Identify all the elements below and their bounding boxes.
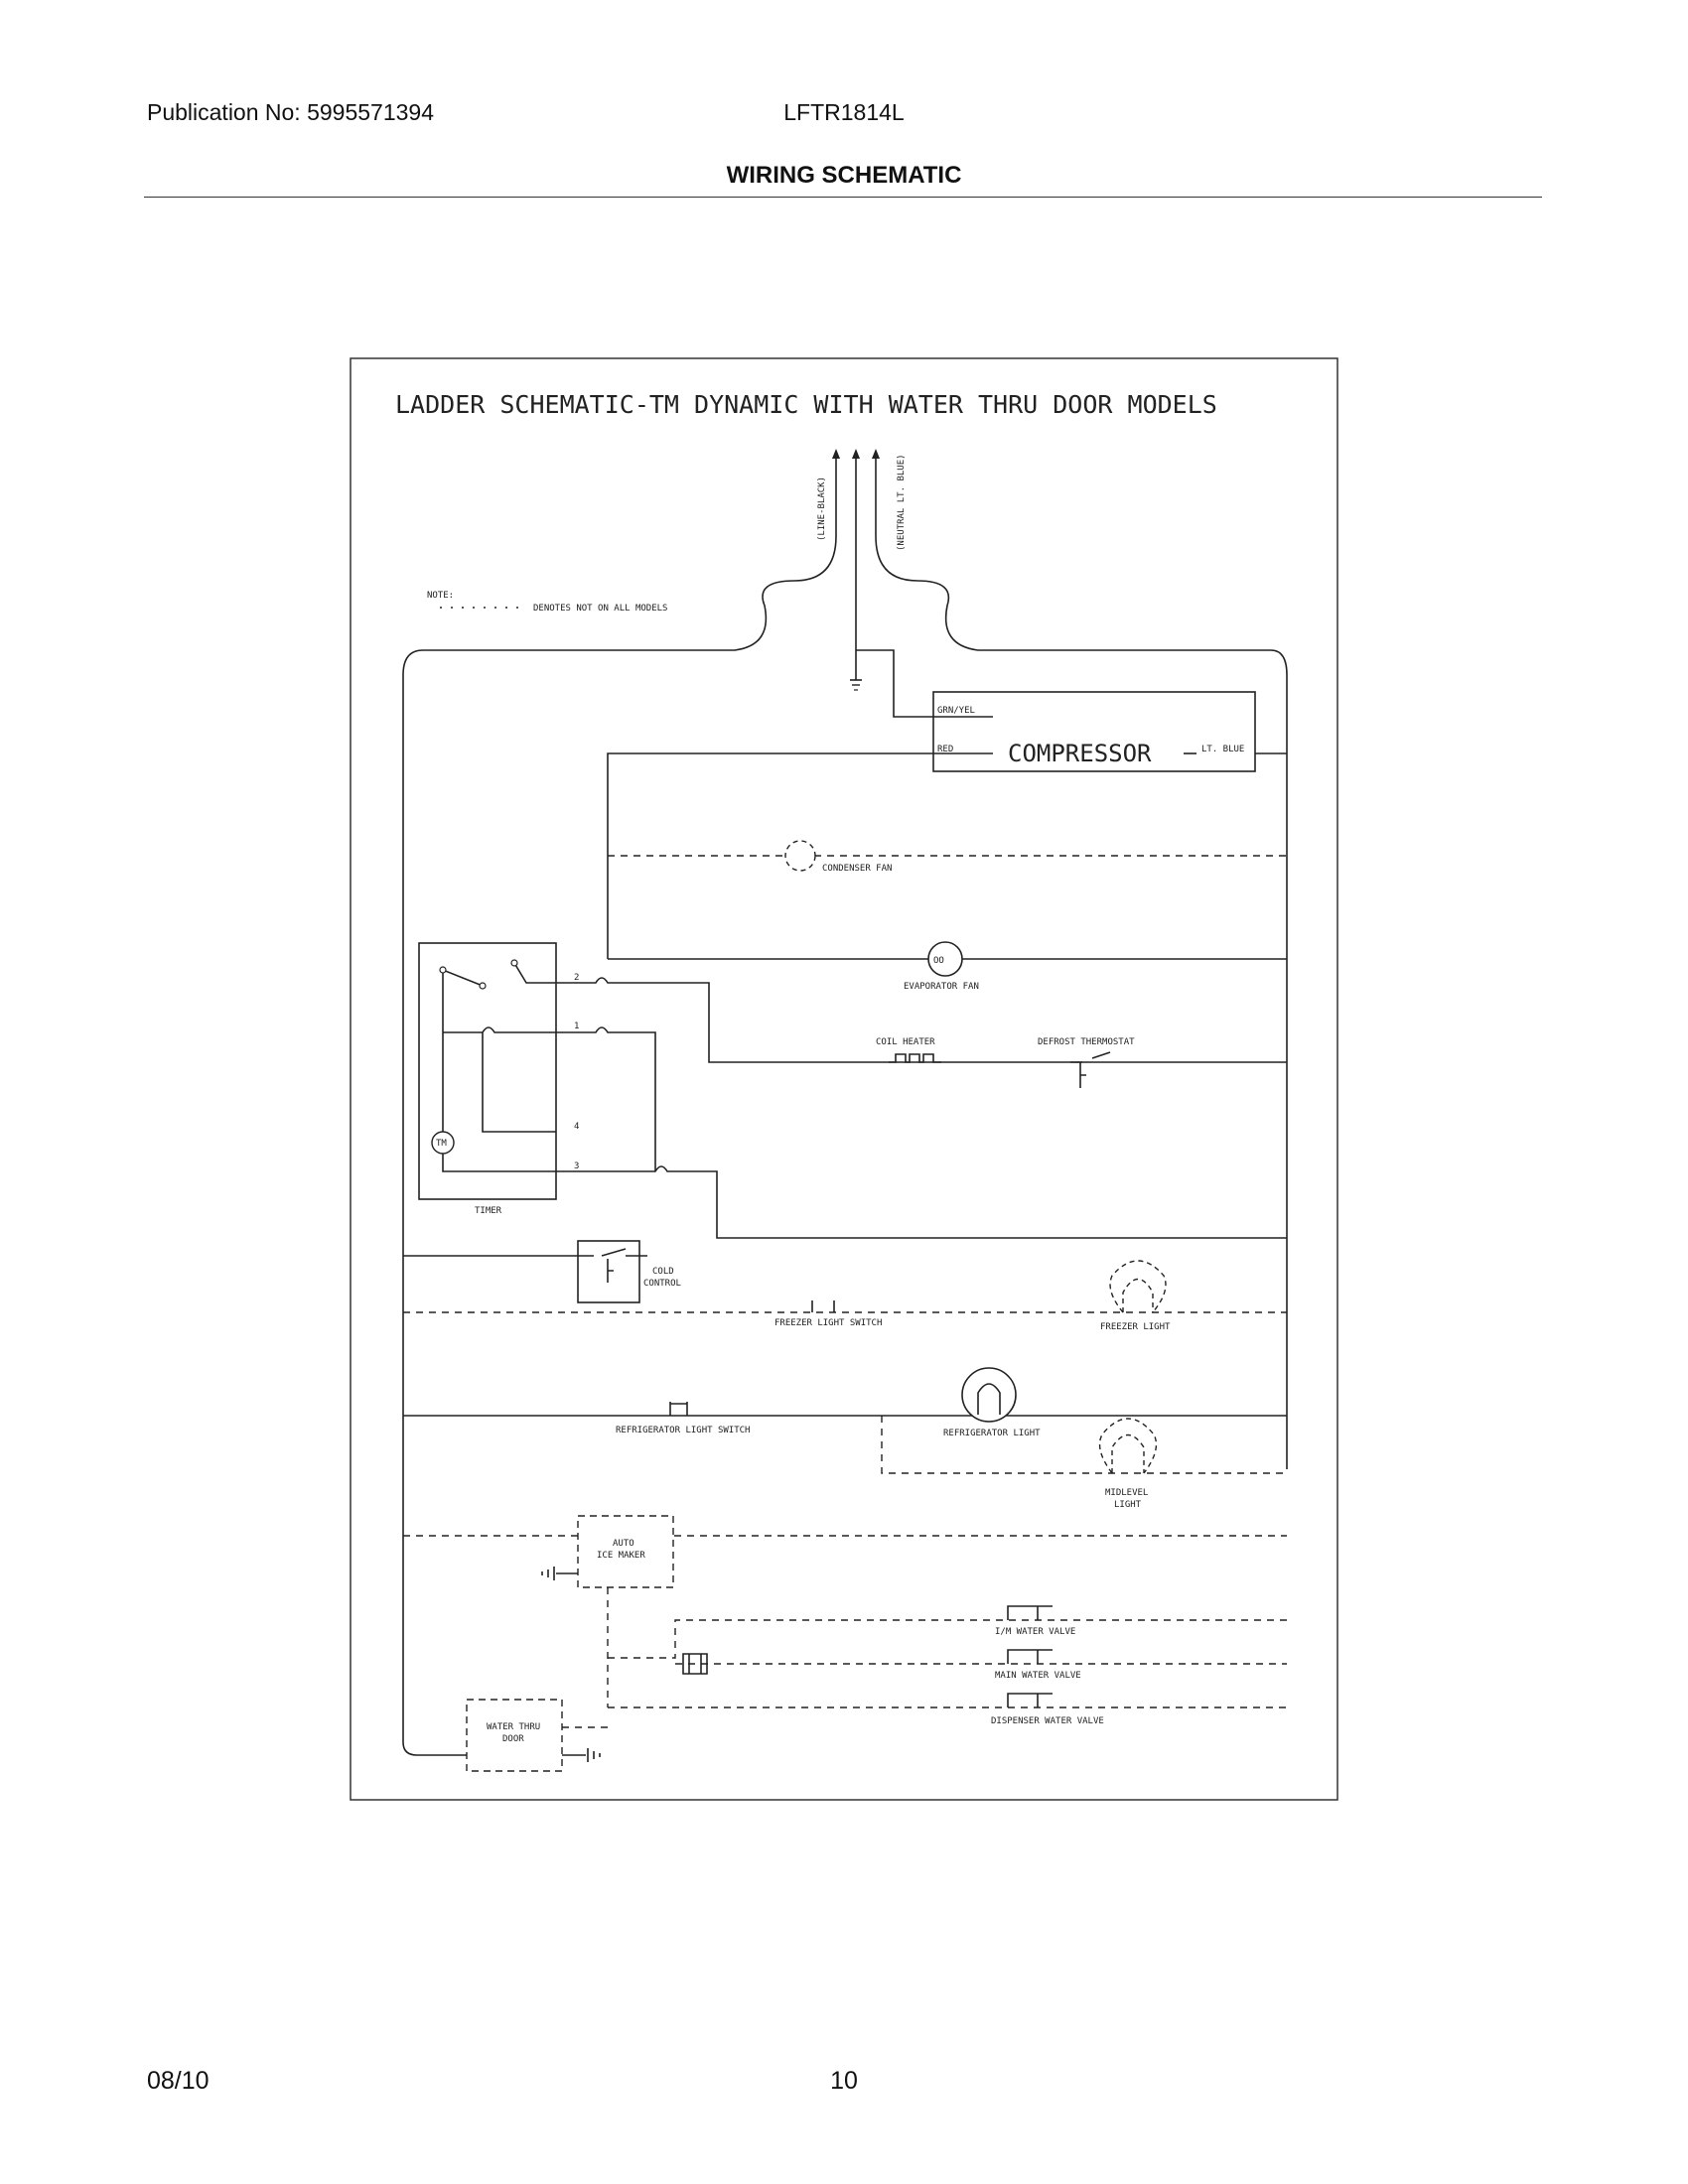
publication-number: Publication No: 5995571394 xyxy=(147,99,435,125)
timer-internal-wiring xyxy=(442,962,1287,1172)
neutral-arrow-icon xyxy=(872,449,880,459)
dispenser-water-valve-icon xyxy=(1007,1693,1053,1707)
midlevel-light-label-1: MIDLEVEL xyxy=(1105,1488,1148,1498)
timer-terminal-3: 3 xyxy=(574,1161,579,1171)
cold-control-label-2: CONTROL xyxy=(643,1279,681,1289)
condenser-fan-icon xyxy=(784,840,816,872)
diagram-frame xyxy=(350,357,1338,1801)
freezer-light-switch-label: FREEZER LIGHT SWITCH xyxy=(774,1318,882,1328)
header-rule xyxy=(144,197,1542,198)
freezer-light-icon xyxy=(1109,1260,1167,1313)
note-title: NOTE: xyxy=(427,591,454,601)
evaporator-fan-glyph: OO xyxy=(933,956,944,966)
refrigerator-light-switch-icon xyxy=(669,1402,688,1416)
auto-ice-maker-label-2: ICE MAKER xyxy=(597,1551,645,1561)
freezer-light-switch-icon xyxy=(811,1300,835,1312)
refrigerator-light-label: REFRIGERATOR LIGHT xyxy=(943,1429,1041,1438)
midlevel-light-icon xyxy=(1098,1418,1158,1474)
ground-to-compressor xyxy=(856,649,993,718)
auto-ice-maker-label-1: AUTO xyxy=(613,1539,634,1549)
footer-date: 08/10 xyxy=(147,2067,210,2095)
neutral-lt-blue-label: (NEUTRAL LT. BLUE) xyxy=(897,454,907,551)
note-text: DENOTES NOT ON ALL MODELS xyxy=(533,604,667,614)
water-thru-door-label-1: WATER THRU xyxy=(487,1722,540,1732)
auto-ice-maker-box xyxy=(577,1515,674,1588)
coil-heater-label: COIL HEATER xyxy=(876,1037,935,1047)
footer-page-number: 10 xyxy=(830,2067,858,2095)
evaporator-fan-label: EVAPORATOR FAN xyxy=(904,982,979,992)
cold-control-box xyxy=(577,1240,640,1303)
timer-terminal-2: 2 xyxy=(574,973,579,983)
ice-maker-ground-icon xyxy=(541,1567,578,1580)
evaporator-fan-icon xyxy=(927,941,963,977)
defrost-thermostat-label: DEFROST THERMOSTAT xyxy=(1038,1037,1135,1047)
main-water-valve-label: MAIN WATER VALVE xyxy=(995,1671,1081,1681)
coil-heater-icon xyxy=(889,1053,941,1063)
compressor-red-wire xyxy=(607,752,993,959)
timer-label: TIMER xyxy=(475,1206,502,1216)
red-label: RED xyxy=(937,745,953,754)
cold-control-rung xyxy=(403,1248,647,1283)
dispenser-water-valve-label: DISPENSER WATER VALVE xyxy=(991,1716,1104,1726)
ground-arrow-icon xyxy=(852,449,860,459)
timer-terminal-1: 1 xyxy=(574,1022,579,1031)
timer-contact-icon xyxy=(439,966,447,974)
im-water-valve-icon xyxy=(1007,1605,1053,1620)
timer-motor-label: TM xyxy=(436,1139,447,1149)
refrigerator-light-switch-label: REFRIGERATOR LIGHT SWITCH xyxy=(616,1426,750,1435)
water-thru-door-ground-icon xyxy=(562,1748,601,1762)
refrigerator-light-icon xyxy=(961,1367,1017,1423)
water-thru-door-label-2: DOOR xyxy=(502,1734,524,1744)
refrigerator-light-filament xyxy=(977,1383,1001,1415)
line-arrow-icon xyxy=(832,449,840,459)
timer-contact-icon xyxy=(479,982,487,990)
model-number: LFTR1814L xyxy=(783,99,905,125)
condenser-fan-label: CONDENSER FAN xyxy=(822,864,892,874)
defrost-thermostat-icon xyxy=(1070,1051,1111,1088)
im-water-valve-label: I/M WATER VALVE xyxy=(995,1627,1075,1637)
ice-maker-to-valves xyxy=(607,1587,1287,1708)
midlevel-light-label-2: LIGHT xyxy=(1114,1500,1142,1510)
main-water-valve-icon xyxy=(1007,1649,1053,1664)
water-thru-door-box xyxy=(466,1699,563,1772)
compressor-box xyxy=(932,691,1256,772)
cold-control-label-1: COLD xyxy=(652,1267,674,1277)
timer-contact-icon xyxy=(510,959,518,967)
midlevel-light-branch xyxy=(881,1416,1287,1474)
timer-terminal-3-wire xyxy=(556,1165,1287,1239)
line-black-label: (LINE-BLACK) xyxy=(817,477,827,541)
main-water-valve-connector-icon xyxy=(682,1653,708,1675)
lt-blue-label: LT. BLUE xyxy=(1201,745,1244,754)
line-wire xyxy=(402,455,837,1756)
timer-box xyxy=(418,942,557,1200)
grn-yel-label: GRN/YEL xyxy=(937,706,975,716)
timer-terminal-4: 4 xyxy=(574,1122,579,1132)
section-title: WIRING SCHEMATIC xyxy=(726,162,962,189)
diagram-title: LADDER SCHEMATIC-TM DYNAMIC WITH WATER T… xyxy=(395,390,1217,419)
freezer-light-label: FREEZER LIGHT xyxy=(1100,1322,1171,1332)
compressor-label: COMPRESSOR xyxy=(1008,740,1152,767)
neutral-wire xyxy=(875,455,1288,1469)
ground-icon xyxy=(850,679,862,691)
